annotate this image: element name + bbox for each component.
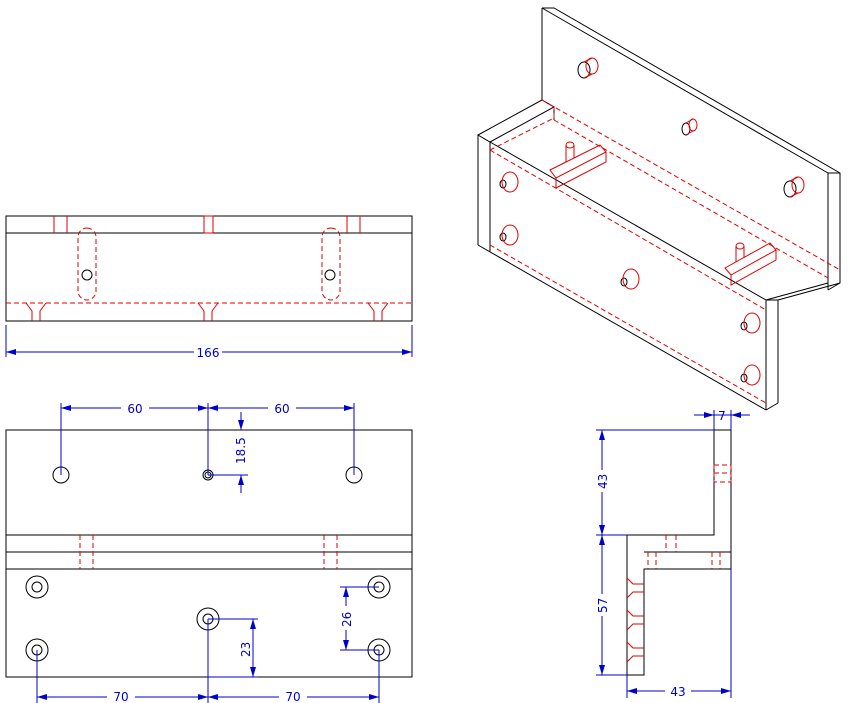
isometric-view	[476, 7, 841, 411]
dim-top-width: 166	[5, 325, 413, 360]
side-view: 7 43 57 43	[595, 409, 750, 699]
dim-side-lower-label: 57	[596, 598, 610, 613]
dim-bottom-right-label: 70	[285, 690, 300, 703]
dim-side-heights: 43 57	[595, 429, 714, 676]
dim-front-right-label: 60	[274, 402, 289, 416]
dim-bottom-vertical: 23	[208, 618, 258, 678]
dim-bottom-left-label: 70	[113, 690, 128, 703]
dim-front-left-label: 60	[127, 402, 142, 416]
dim-side-base: 43	[626, 569, 732, 699]
dim-side-thickness: 7	[694, 409, 750, 430]
dim-bottom-vertical-label: 23	[239, 642, 253, 657]
top-view-hole-left	[81, 269, 93, 281]
front-view-hidden-lines	[79, 535, 338, 569]
dim-front-spacing: 60 60	[60, 400, 355, 475]
isometric-holes	[499, 57, 805, 386]
top-view-hole-right	[324, 269, 336, 281]
dim-side-base-label: 43	[670, 685, 685, 699]
dim-top-width-label: 166	[197, 346, 220, 360]
dim-right-vertical-label: 26	[340, 612, 354, 627]
dim-side-upper-label: 43	[596, 474, 610, 489]
top-view: 166	[5, 215, 413, 360]
dim-front-hole-offset: 18.5	[208, 412, 248, 493]
dim-side-thickness-label: 7	[718, 409, 726, 423]
dim-front-hole-offset-label: 18.5	[234, 437, 248, 464]
dim-bottom-spacing: 70 70	[36, 619, 380, 703]
isometric-hidden-lines	[489, 99, 841, 404]
dim-right-vertical: 26	[339, 586, 379, 651]
top-view-hidden-lines	[6, 215, 412, 321]
front-view: 60 60 18.5 70 70	[5, 400, 413, 703]
side-view-hidden-lines	[626, 464, 732, 663]
